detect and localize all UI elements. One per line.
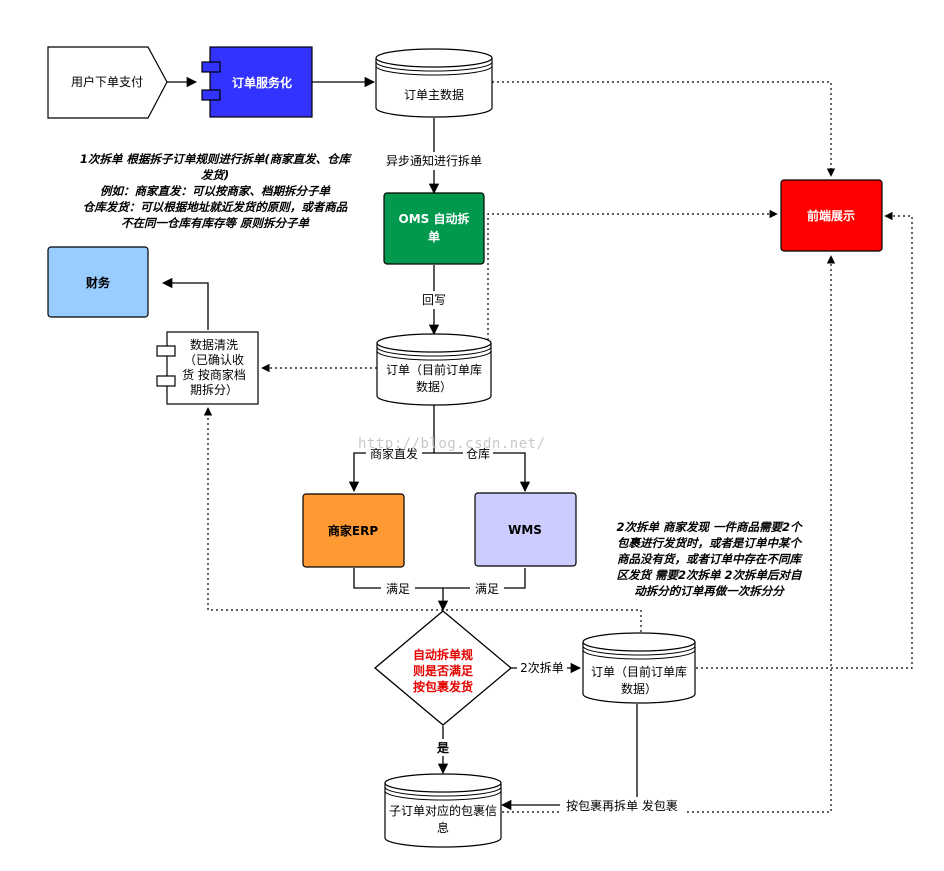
edge-label-warehouse: 仓库 bbox=[466, 446, 490, 461]
edge-order2-to-clean bbox=[203, 407, 642, 632]
edge-label-yes: 是 bbox=[436, 741, 450, 755]
order-service-label: 订单服务化 bbox=[232, 75, 292, 90]
merchant-erp-node: 商家ERP bbox=[302, 493, 405, 568]
order-current-label-line1: 订单（目前订单库 bbox=[386, 362, 482, 377]
second-split-note-line5: 动拆分的订单再做一次拆分分 bbox=[634, 584, 784, 598]
user-order-pay-label: 用户下单支付 bbox=[71, 74, 143, 89]
oms-split-label-line1: OMS 自动拆 bbox=[399, 211, 470, 226]
merchant-erp-label: 商家ERP bbox=[328, 523, 378, 538]
data-clean-label-line2: （已确认收 bbox=[184, 353, 244, 367]
data-clean-label-line4: 期拆分） bbox=[190, 382, 238, 397]
sub-order-package-label-line1: 子订单对应的包裹信 bbox=[389, 803, 497, 818]
frontend-node: 前端展示 bbox=[780, 179, 883, 252]
order-current-db: 订单（目前订单库 数据） bbox=[376, 333, 492, 406]
first-split-note-line3: 例如：商家直发：可以按商家、档期拆分子单 bbox=[100, 184, 330, 198]
user-order-pay-node: 用户下单支付 bbox=[47, 46, 168, 119]
order-current-label-line2: 数据） bbox=[416, 379, 452, 394]
second-split-note-line4: 区发货 需要2次拆单 2次拆单后对自 bbox=[616, 568, 802, 582]
edge-order2-to-frontend bbox=[696, 211, 913, 669]
second-split-note-line3: 商品没有货，或者订单中存在不同库 bbox=[617, 552, 801, 566]
edge-label-second-split: 2次拆单 bbox=[520, 660, 564, 675]
edge-label-merchant-direct: 商家直发 bbox=[370, 446, 418, 461]
edge-order-to-frontend bbox=[487, 209, 778, 340]
watermark: http://blog.csdn.net/ bbox=[358, 436, 546, 452]
data-clean-label-line3: 货 按商家档 bbox=[182, 367, 246, 382]
second-split-note-line1: 2次拆单 商家发现 一件商品需要2个 bbox=[616, 520, 802, 534]
data-clean-label-line1: 数据清洗 bbox=[190, 337, 238, 352]
rule-check-decision: 自动拆单规 则是否满足 按包裹发货 bbox=[373, 610, 513, 726]
rule-check-label-line1: 自动拆单规 bbox=[413, 647, 473, 662]
sub-order-package-label-line2: 息 bbox=[437, 820, 449, 835]
component-icon bbox=[201, 61, 221, 101]
oms-split-label-line2: 单 bbox=[428, 229, 440, 244]
order-current-db-2: 订单（目前订单库 数据） bbox=[582, 632, 696, 704]
edge-label-package-resplit: 按包裹再拆单 发包裹 bbox=[566, 798, 678, 813]
edge-label-write-back: 回写 bbox=[422, 293, 446, 307]
edge-label-satisfied-2: 满足 bbox=[475, 582, 499, 596]
edge-master-to-frontend bbox=[487, 81, 836, 177]
order-master-label: 订单主数据 bbox=[404, 87, 464, 102]
frontend-label: 前端展示 bbox=[807, 208, 855, 223]
edge-label-async-notify: 异步通知进行拆单 bbox=[386, 153, 482, 168]
finance-node: 财务 bbox=[47, 246, 149, 318]
second-split-note: 2次拆单 商家发现 一件商品需要2个 包裹进行发货时，或者是订单中某个 商品没有… bbox=[596, 519, 822, 599]
order-service-node: 订单服务化 bbox=[201, 46, 313, 118]
order-current-2-label-line1: 订单（目前订单库 bbox=[591, 664, 687, 679]
sub-order-package-db: 子订单对应的包裹信 息 bbox=[384, 773, 502, 848]
data-clean-node: 数据清洗 （已确认收 货 按商家档 期拆分） bbox=[156, 331, 259, 405]
first-split-note-line2: 发货) bbox=[200, 168, 230, 182]
first-split-note-line4: 仓库发货：可以根据地址就近发货的原则，或者商品 bbox=[82, 200, 348, 214]
rule-check-label-line3: 按包裹发货 bbox=[413, 679, 473, 694]
first-split-note-line1: 1次拆单 根据拆子订单规则进行拆单(商家直发、仓库 bbox=[79, 152, 351, 166]
order-master-db: 订单主数据 bbox=[375, 48, 493, 118]
first-split-note: 1次拆单 根据拆子订单规则进行拆单(商家直发、仓库 发货) 例如：商家直发：可以… bbox=[40, 151, 390, 231]
order-current-2-label-line2: 数据） bbox=[621, 681, 657, 696]
edge-order2-to-package bbox=[500, 704, 638, 811]
edge-label-satisfied-1: 满足 bbox=[386, 582, 410, 596]
rule-check-label-line2: 则是否满足 bbox=[413, 663, 473, 678]
wms-label: WMS bbox=[508, 523, 542, 537]
wms-node: WMS bbox=[474, 492, 577, 567]
second-split-note-line2: 包裹进行发货时，或者是订单中某个 bbox=[617, 536, 801, 550]
first-split-note-line5: 不在同一仓库有库存等 原则拆分子单 bbox=[120, 216, 309, 230]
component-icon bbox=[156, 345, 176, 387]
finance-label: 财务 bbox=[85, 275, 111, 290]
edge-clean-to-finance bbox=[161, 277, 209, 330]
oms-split-node: OMS 自动拆 单 bbox=[383, 192, 485, 265]
